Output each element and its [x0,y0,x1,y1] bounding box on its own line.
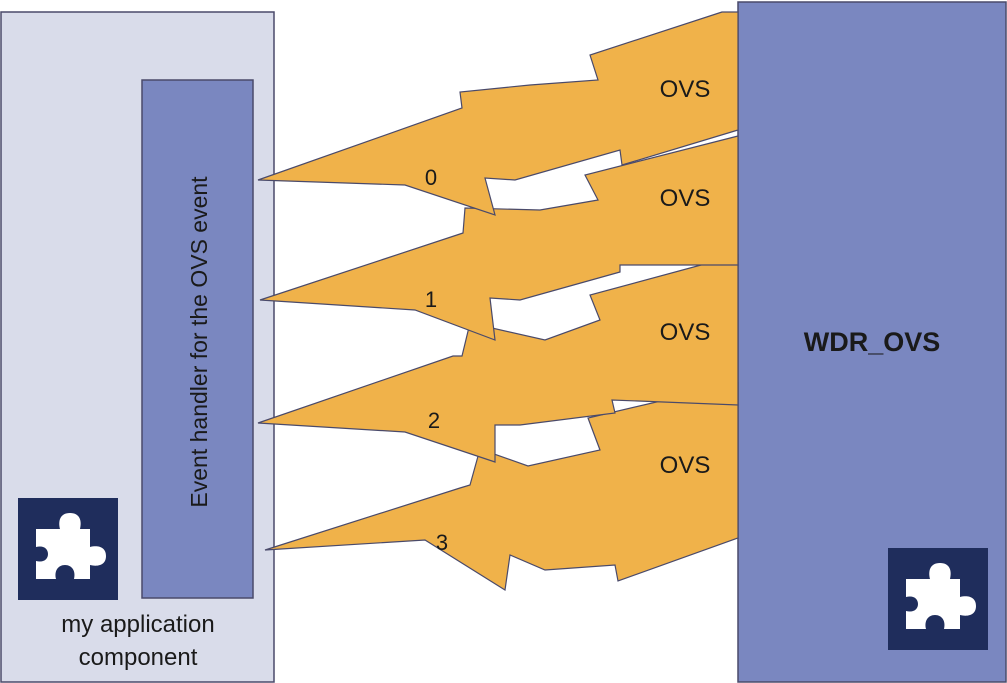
ovs-label-3: OVS [660,452,711,479]
event-number-1: 1 [425,287,437,312]
puzzle-piece-icon [18,498,118,600]
wdr-ovs-label: WDR_OVS [804,327,941,357]
ovs-label-1: OVS [660,185,711,212]
event-arrow-3 [264,382,739,591]
event-number-3: 3 [436,530,448,555]
event-arrow-2 [257,254,739,463]
event-number-2: 2 [428,408,440,433]
event-handler-bar [141,79,254,599]
ovs-label-2: OVS [660,319,711,346]
event-handler-label: Event handler for the OVS event [186,176,212,508]
puzzle-piece-icon [888,548,988,650]
event-arrow-0 [257,11,739,216]
event-number-0: 0 [425,165,437,190]
component-label-line2: component [79,644,198,671]
event-arrow-1 [259,135,739,341]
component-label-line1: my application [61,611,214,638]
ovs-label-0: OVS [660,76,711,103]
